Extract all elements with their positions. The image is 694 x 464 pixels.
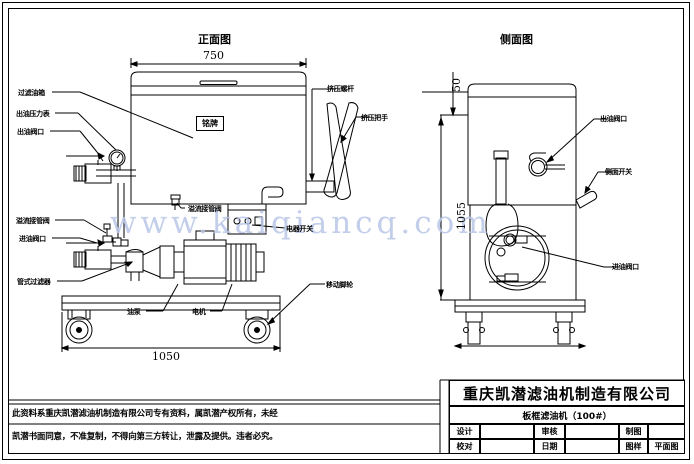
sheet-border-outer xyxy=(2,2,690,460)
view-title-front: 正面图 xyxy=(198,33,231,46)
dimension-front-overall-width: 1050 xyxy=(152,350,180,363)
callout-electrical-switch: 电器开关 xyxy=(286,225,313,233)
disclaimer-line-2: 凯潜书面同意，不准复制，不得向第三方转让，泄露及提供。违者必究。 xyxy=(12,432,278,442)
watermark: www.kaiqiancq.com xyxy=(110,205,492,241)
title-block-company: 重庆凯潜滤油机制造有限公司 xyxy=(449,380,685,406)
title-block-review-value xyxy=(565,424,619,439)
title-block-review-label: 审核 xyxy=(534,424,565,439)
callout-side-switch: 侧面开关 xyxy=(605,168,632,176)
title-block-check-value xyxy=(480,439,534,454)
disclaimer-line-1: 此资料系重庆凯潜滤油机制造有限公司专有资料，属凯潜产权所有，未经 xyxy=(12,409,278,419)
callout-filter-tank: 过滤油箱 xyxy=(18,89,45,97)
title-block-design-value xyxy=(480,424,534,439)
title-block-draw-value xyxy=(648,424,685,439)
callout-overflow-pipe-valve: 溢流接管阀 xyxy=(16,217,50,225)
callout-inlet-valve-port: 进油阀口 xyxy=(19,235,46,243)
callout-extrusion-handle: 挤压把手 xyxy=(361,114,388,122)
callout-movable-caster: 移动脚轮 xyxy=(326,281,353,289)
callout-tubular-filter: 管式过滤器 xyxy=(17,278,51,286)
sheet-border-inner xyxy=(8,8,684,454)
view-title-side: 侧面图 xyxy=(500,33,533,46)
tank-nameplate: 铭牌 xyxy=(196,116,224,131)
callout-side-outlet-valve-port: 出油阀口 xyxy=(600,115,627,123)
callout-oil-pump: 油泵 xyxy=(127,308,141,316)
title-block-sample-label: 图样 xyxy=(619,439,648,454)
callout-overflow-connection-valve: 溢流接管阀 xyxy=(188,205,222,213)
callout-outlet-pressure-gauge: 出油压力表 xyxy=(16,110,50,118)
title-block-draw-label: 制图 xyxy=(619,424,648,439)
callout-motor: 电机 xyxy=(192,308,206,316)
callout-extrusion-screw: 挤压螺杆 xyxy=(327,85,354,93)
dimension-front-width: 750 xyxy=(203,49,224,62)
title-block-sample-value: 平面图 xyxy=(648,439,685,454)
callout-side-inlet-valve-port: 进油阀口 xyxy=(612,263,639,271)
title-block-date-label: 日期 xyxy=(534,439,565,454)
callout-outlet-valve-port: 出油阀口 xyxy=(17,128,44,136)
title-block-date-value xyxy=(565,439,619,454)
